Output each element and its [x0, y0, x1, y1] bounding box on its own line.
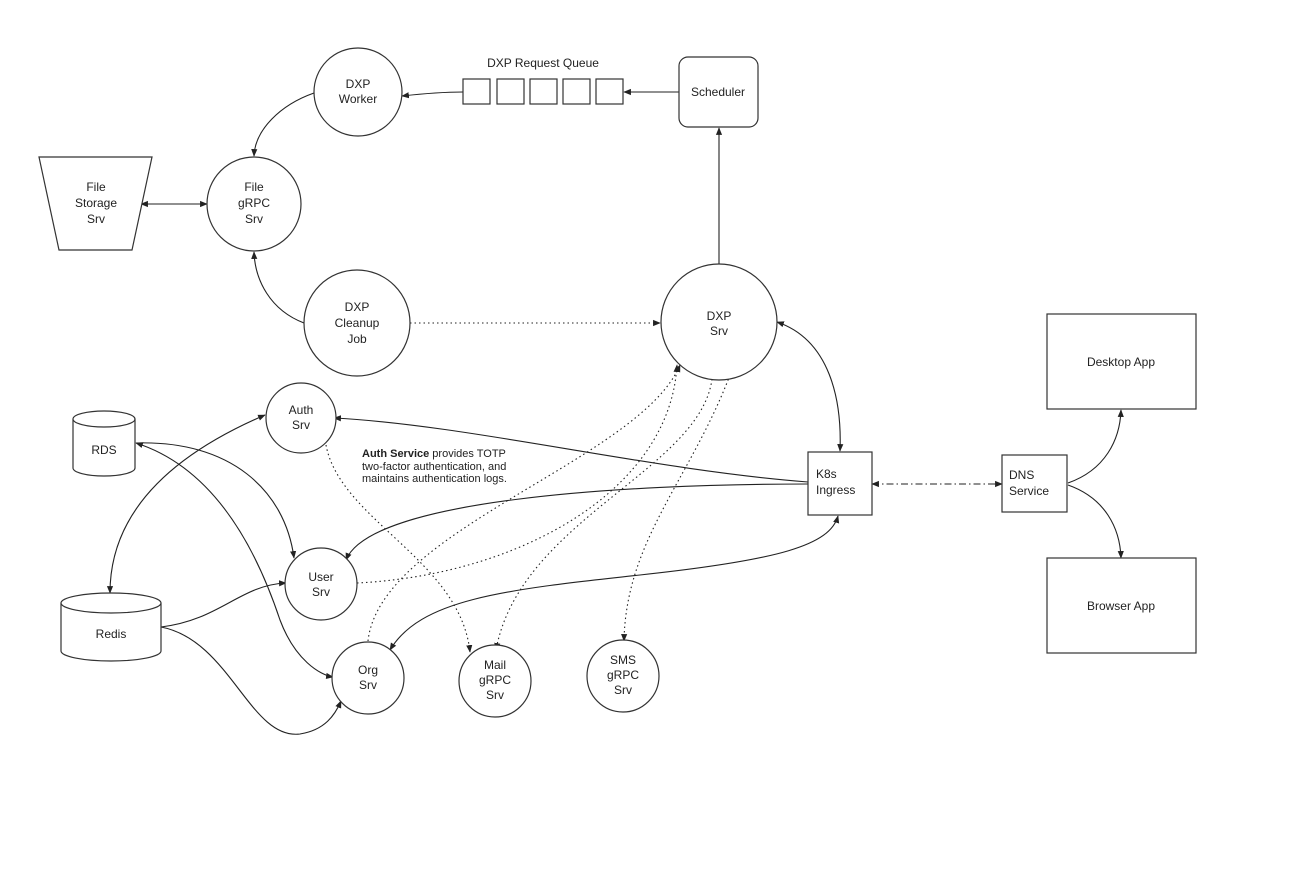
edge-k8s-to-auth [333, 415, 809, 483]
node-label-line: Srv [312, 585, 330, 599]
desktop-app-node[interactable]: Desktop App [1046, 313, 1197, 410]
edge-org-to-k8s [389, 515, 840, 651]
node-label-line: Scheduler [691, 85, 745, 99]
file-grpc-srv-node[interactable]: File gRPC Srv [206, 156, 302, 252]
sms-grpc-srv-node[interactable]: SMS gRPC Srv [586, 639, 660, 713]
edge-redis-to-user [160, 580, 287, 628]
node-label-line: Srv [614, 683, 632, 697]
dxp-cleanup-job-node[interactable]: DXP Cleanup Job [303, 269, 411, 377]
node-label-line: gRPC [238, 196, 270, 210]
edge-cleanup-to-filegrpc [251, 251, 305, 324]
dns-service-node[interactable]: DNS Service [1001, 454, 1068, 513]
queue-slot [595, 78, 624, 105]
node-label-line: Desktop App [1087, 355, 1155, 369]
node-label-line: Ingress [816, 483, 855, 497]
note-rest: provides TOTP [429, 448, 506, 460]
rds-database-node[interactable]: RDS [72, 410, 136, 477]
node-label-line: gRPC [607, 668, 639, 682]
node-label-line: SMS [610, 653, 636, 667]
edge-worker-to-filegrpc [251, 92, 315, 157]
node-label-line: RDS [91, 443, 116, 457]
node-label-line: Srv [359, 678, 377, 692]
node-label-line: DXP [346, 77, 371, 91]
nodes: DXP Worker File gRPC Srv File Storage Sr… [38, 47, 1197, 718]
edge-dxp-to-mail [494, 378, 713, 651]
org-srv-node[interactable]: Org Srv [331, 641, 405, 715]
svg-text:Auth Service provides TOTP: Auth Service provides TOTP [362, 448, 506, 460]
node-label-line: DXP [345, 300, 370, 314]
edges [106, 88, 1124, 735]
file-storage-srv-node[interactable]: File Storage Srv [38, 156, 153, 251]
edge-user-to-dxp [356, 364, 680, 584]
k8s-ingress-node[interactable]: K8s Ingress [807, 451, 873, 516]
edge-dxp-to-sms [621, 374, 731, 642]
node-label-line: Storage [75, 196, 117, 210]
edge-rds-to-user [135, 442, 297, 559]
queue-slot [462, 78, 491, 105]
mail-grpc-srv-node[interactable]: Mail gRPC Srv [458, 644, 532, 718]
node-label-line: File [86, 180, 106, 194]
edge-dns-to-browser [1067, 484, 1124, 559]
dxp-request-queue: DXP Request Queue [462, 56, 624, 105]
node-label-line: Cleanup [335, 316, 380, 330]
queue-title: DXP Request Queue [487, 56, 599, 70]
queue-slot [562, 78, 591, 105]
auth-service-note: Auth Service provides TOTP two-factor au… [362, 448, 507, 485]
node-label-line: Srv [292, 418, 310, 432]
node-label-line: File [244, 180, 264, 194]
node-label-line: Srv [710, 324, 728, 338]
node-label-line: Auth [289, 403, 314, 417]
auth-srv-node[interactable]: Auth Srv [265, 382, 337, 454]
user-srv-node[interactable]: User Srv [284, 547, 358, 621]
node-label-line: Worker [339, 92, 377, 106]
queue-slot [496, 78, 525, 105]
node-label-line: gRPC [479, 673, 511, 687]
edge-k8s-to-user [345, 483, 809, 561]
scheduler-node[interactable]: Scheduler [678, 56, 759, 128]
edge-dns-to-desktop [1067, 409, 1124, 484]
node-label-line: Srv [245, 212, 263, 226]
edge-rds-to-org [135, 442, 334, 679]
queue-slot [529, 78, 558, 105]
node-label-line: Service [1009, 484, 1049, 498]
edge-org-to-dxp [367, 364, 681, 642]
node-label-line: User [308, 570, 333, 584]
dxp-worker-node[interactable]: DXP Worker [313, 47, 403, 137]
node-label-line: DNS [1009, 468, 1034, 482]
edge-queue-to-worker [401, 91, 464, 99]
node-label-line: Srv [486, 688, 504, 702]
note-line-3: maintains authentication logs. [362, 473, 507, 485]
node-label-line: Job [347, 332, 367, 346]
edge-redis-to-org [160, 626, 342, 735]
redis-database-node[interactable]: Redis [60, 592, 162, 662]
note-bold: Auth Service [362, 448, 429, 460]
node-label-line: Mail [484, 658, 506, 672]
node-label-line: K8s [816, 467, 837, 481]
edge-dxpsrv-k8s [776, 321, 844, 452]
node-label-line: Org [358, 663, 378, 677]
note-line-2: two-factor authentication, and [362, 461, 506, 473]
browser-app-node[interactable]: Browser App [1046, 557, 1197, 654]
node-label-line: Srv [87, 212, 105, 226]
dxp-srv-node[interactable]: DXP Srv [660, 263, 778, 381]
node-label-line: DXP [707, 309, 732, 323]
node-label-line: Browser App [1087, 599, 1155, 613]
node-label-line: Redis [96, 627, 127, 641]
